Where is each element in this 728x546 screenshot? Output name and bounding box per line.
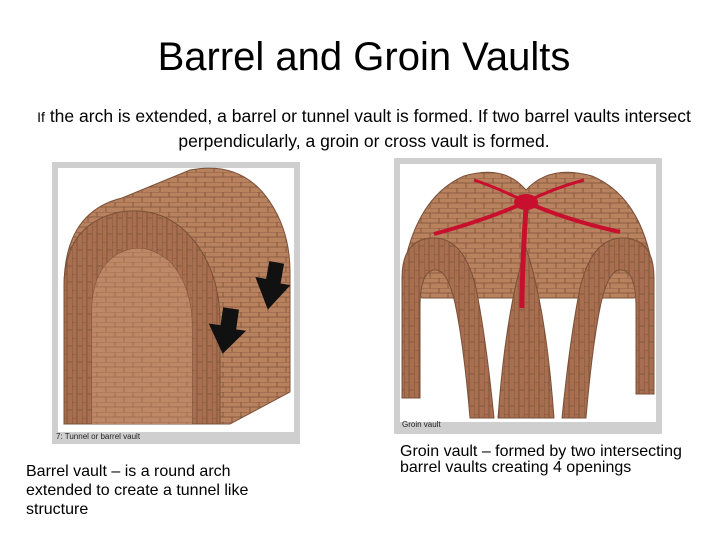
intro-text: If the arch is extended, a barrel or tun… xyxy=(30,104,698,153)
barrel-vault-description: Barrel vault – is a round arch extended … xyxy=(26,463,249,518)
down-arrow-icon xyxy=(255,261,291,310)
groin-vault-description: Groin vault – formed by two intersecting… xyxy=(400,443,682,476)
down-arrow-icon xyxy=(208,307,247,354)
groin-vault-illustration xyxy=(401,171,655,419)
intro-lead-word: If xyxy=(37,109,45,125)
groin-vault-figure: Groin vault xyxy=(394,158,662,434)
barrel-image-caption: 7: Tunnel or barrel vault xyxy=(56,432,141,441)
intro-rest: the arch is extended, a barrel or tunnel… xyxy=(44,106,691,151)
slide-title: Barrel and Groin Vaults xyxy=(157,35,571,79)
groin-image-caption: Groin vault xyxy=(402,420,441,429)
barrel-vault-illustration xyxy=(63,167,291,425)
barrel-vault-figure: 7: Tunnel or barrel vault xyxy=(52,162,300,444)
groin-highlight xyxy=(433,178,621,309)
